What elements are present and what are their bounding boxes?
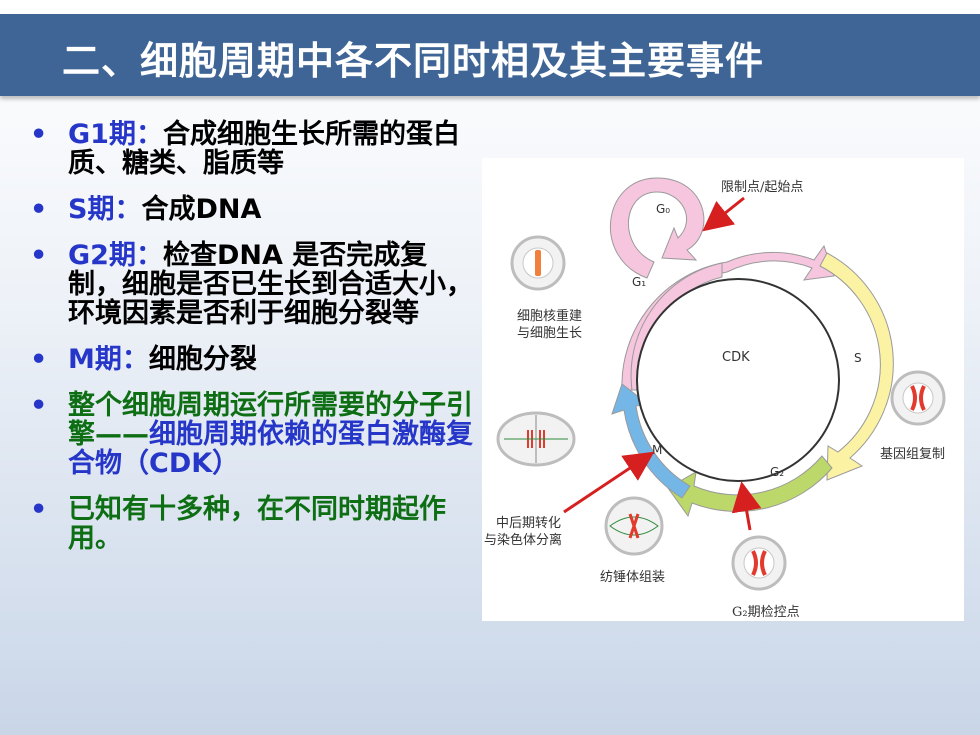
chromosome-x-icon — [910, 385, 926, 411]
bullet-types: • 已知有十多种，在不同时期起作用。 — [30, 495, 480, 553]
g2-checkpoint-label: G₂期检控点 — [732, 605, 800, 620]
spindle-icon — [609, 516, 659, 536]
genome-replication-label: 基因组复制 — [880, 447, 945, 462]
chromosome-icon — [535, 250, 541, 276]
bullet-text: 合成DNA — [141, 194, 262, 225]
cycle-inner-circle — [636, 278, 840, 482]
bullet-dot: • — [30, 119, 48, 150]
bullet-g1: • G1期：合成细胞生长所需的蛋白质、糖类、脂质等 — [30, 120, 480, 178]
metaphase-arrow — [563, 451, 655, 514]
g2-label: G₂ — [770, 465, 784, 479]
bullet-dot: • — [30, 240, 48, 271]
g2-arc — [667, 455, 833, 518]
bullet-label: G1期： — [68, 119, 163, 150]
cell-cycle-svg: G₀ G₁ S G₂ M CDK 限制点/起始点 细胞核重建 与细胞生长 基因组… — [484, 177, 946, 620]
bullet-text: 细胞分裂 — [148, 344, 257, 375]
bullet-label: G2期： — [68, 240, 163, 271]
bullet-green-text: 整个细胞周期运行所需要的分子引擎—— — [68, 390, 473, 450]
g2-checkpoint-arrow — [731, 481, 762, 531]
chromosome-x-icon — [751, 550, 767, 576]
nucleus — [902, 382, 934, 414]
bullet-label: S期： — [68, 194, 142, 225]
bullet-dot: • — [30, 194, 48, 225]
restriction-arrow — [702, 196, 745, 232]
m-label: M — [652, 443, 662, 457]
slide-title: 二、细胞周期中各不同时相及其主要事件 — [62, 39, 765, 83]
metaphase-label-2: 与染色体分离 — [484, 532, 562, 548]
bullet-text: 合成细胞生长所需的蛋白质、糖类、脂质等 — [68, 119, 460, 179]
bullet-list: • G1期：合成细胞生长所需的蛋白质、糖类、脂质等 • S期：合成DNA • G2期：… — [30, 120, 480, 570]
g1-label: G₁ — [632, 275, 646, 289]
nucleus — [743, 547, 775, 579]
nucleus-rebuild-label-2: 与细胞生长 — [517, 326, 582, 341]
bullet-s: • S期：合成DNA — [30, 195, 480, 224]
bullet-m: • M期：细胞分裂 — [30, 345, 480, 374]
bullet-dot: • — [30, 344, 48, 375]
top-strip — [0, 0, 980, 14]
s-arc — [819, 252, 894, 481]
g0-label: G₀ — [656, 202, 670, 216]
bullet-cdk: • 整个细胞周期运行所需要的分子引擎——细胞周期依赖的蛋白激酶复合物（CDK） — [30, 391, 480, 478]
bullet-label: M期： — [68, 344, 149, 375]
bullet-text: 检查DNA 是否完成复制，细胞是否已生长到合适大小，环境因素是否利于细胞分裂等 — [68, 240, 473, 329]
bullet-blue-text: 细胞周期依赖的蛋白激酶复合物（CDK） — [68, 419, 473, 479]
cdk-label: CDK — [722, 350, 750, 365]
metaphase-label-1: 中后期转化 — [496, 516, 561, 531]
bullet-g2: • G2期：检查DNA 是否完成复制，细胞是否已生长到合适大小，环境因素是否利于细… — [30, 241, 480, 328]
bullet-green-text: 已知有十多种，在不同时期起作用。 — [68, 494, 446, 554]
cell-cycle-diagram: G₀ G₁ S G₂ M CDK 限制点/起始点 细胞核重建 与细胞生长 基因组… — [482, 158, 964, 621]
g0-loop — [610, 177, 705, 279]
spindle-assembly-label: 纺锤体组装 — [600, 570, 665, 585]
nucleus-rebuild-label-1: 细胞核重建 — [517, 308, 582, 324]
title-bar: 二、细胞周期中各不同时相及其主要事件 — [0, 14, 980, 96]
restriction-point-label: 限制点/起始点 — [721, 180, 803, 195]
bullet-dot: • — [30, 390, 48, 421]
s-label: S — [854, 351, 862, 365]
bullet-dot: • — [30, 494, 48, 525]
